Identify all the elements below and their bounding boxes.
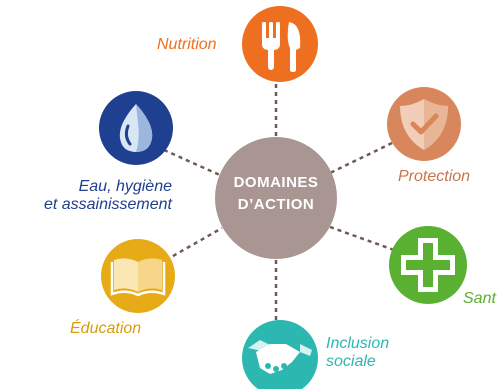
- connector-sante: [329, 225, 395, 252]
- inclusion-label-line1: Inclusion: [326, 335, 390, 352]
- education-node: [101, 239, 175, 313]
- inclusion-label-line2: sociale: [326, 353, 376, 370]
- protection-label: Protection: [398, 168, 471, 185]
- center-circle: [215, 137, 337, 259]
- shield-check-icon: [400, 99, 448, 150]
- connector-eau: [163, 148, 223, 178]
- handshake-icon: [248, 340, 312, 374]
- education-label: Éducation: [70, 320, 142, 337]
- connector-protection: [329, 141, 393, 175]
- inclusion-node: [242, 320, 318, 389]
- fork-knife-icon: [262, 22, 301, 72]
- connectors: [163, 84, 395, 328]
- inclusion-label: Inclusion sociale: [326, 335, 389, 371]
- center-title-line2: D’ACTION: [237, 196, 315, 213]
- protection-node: [387, 87, 461, 161]
- eau-label: Eau, hygiène et assainissement: [22, 178, 172, 214]
- water-drop-icon: [119, 104, 153, 152]
- center-title: DOMAINES D’ACTION: [216, 172, 336, 216]
- eau-label-line1: Eau, hygiène: [78, 178, 172, 195]
- eau-node: [99, 91, 173, 165]
- book-icon: [110, 258, 166, 297]
- cross-icon: [401, 238, 455, 292]
- center-title-line1: DOMAINES: [233, 174, 319, 191]
- nutrition-node: [242, 6, 318, 82]
- sante-node: [389, 226, 467, 304]
- nutrition-label: Nutrition: [157, 36, 217, 53]
- connector-education: [165, 226, 223, 262]
- sante-label: Sant: [463, 290, 496, 307]
- eau-label-line2: et assainissement: [43, 196, 172, 213]
